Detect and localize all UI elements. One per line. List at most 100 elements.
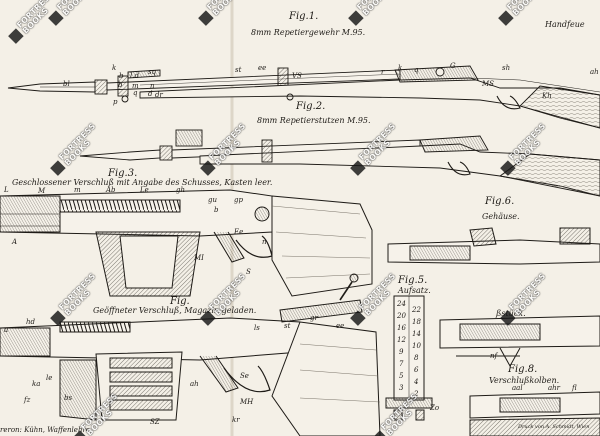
scale-unit: Zo <box>430 404 440 412</box>
fig2-subtitle: 8mm Repetierstutzen M.95. <box>257 116 371 125</box>
label: n <box>262 238 267 246</box>
label: n <box>150 82 155 90</box>
label: MS <box>482 80 494 88</box>
label: gr <box>310 314 318 322</box>
scale-number: 2 <box>414 390 419 398</box>
fig6-receiver <box>387 227 600 265</box>
scale-number: 10 <box>412 342 421 350</box>
label: k <box>112 64 117 72</box>
label: Kh <box>542 92 552 100</box>
label: bs <box>64 394 73 402</box>
label: sq <box>148 68 157 76</box>
fig8-subtitle: Verschlußkolben. <box>489 376 560 385</box>
label: MI <box>194 254 204 262</box>
label: d <box>148 90 153 98</box>
label: ee <box>258 64 267 72</box>
label: Le <box>140 186 149 194</box>
scale-number: 6 <box>414 366 419 374</box>
label: q <box>414 66 419 74</box>
fig5-title: Fig.5. <box>398 275 428 286</box>
label: VS <box>292 72 302 80</box>
label: sh <box>502 64 511 72</box>
label: b <box>118 81 123 89</box>
scale-number: 22 <box>412 306 421 314</box>
label: S <box>246 268 251 276</box>
scale-number: 24 <box>397 300 406 308</box>
label: l.d <box>130 72 139 80</box>
top-right-caption: Handfeue <box>545 20 585 29</box>
label: ah <box>590 68 599 76</box>
fig2-carbine <box>79 129 600 197</box>
label: m <box>132 82 139 90</box>
label: ls <box>254 324 260 332</box>
label: Ee <box>234 228 244 236</box>
fig1-title: Fig.1. <box>289 11 319 22</box>
scale-number: 5 <box>399 372 404 380</box>
label: gh <box>176 186 185 194</box>
label: q <box>133 89 138 97</box>
fig3-title: Fig.3. <box>108 168 138 179</box>
bottom-center-caption: Druck von A. Schmidt, Wien <box>518 424 590 430</box>
fig6-title: Fig.6. <box>485 196 515 207</box>
label: b <box>119 72 124 80</box>
label: fz <box>24 396 31 404</box>
fig8-bolt <box>469 391 600 436</box>
label: L <box>4 186 9 194</box>
fig2-title: Fig.2. <box>296 101 326 112</box>
fig3-subtitle: Geschlossener Verschluß mit Angabe des S… <box>12 178 273 187</box>
fig6-subtitle: Gehäuse. <box>482 212 520 221</box>
scale-number: 4 <box>414 378 419 386</box>
label: M <box>38 187 46 195</box>
label: a <box>4 326 9 334</box>
label: ka <box>32 380 41 388</box>
label: st <box>235 66 242 74</box>
label: A <box>12 238 18 246</box>
label: m <box>74 186 81 194</box>
scale-number: 16 <box>397 324 406 332</box>
fig1-rifle <box>7 65 600 129</box>
scale-number: 3 <box>399 384 404 392</box>
label: dr <box>155 91 163 99</box>
scale-number: 12 <box>397 336 406 344</box>
label: hd <box>26 318 35 326</box>
label: ahr <box>548 384 561 392</box>
fig5-rear-sight <box>385 295 433 421</box>
label: G <box>450 62 456 70</box>
label: SZ <box>150 418 160 426</box>
scale-number: 20 <box>397 312 406 320</box>
label: gu <box>208 196 217 204</box>
label: MH <box>240 398 254 406</box>
scale-number: 7 <box>399 360 404 368</box>
label: st <box>284 322 291 330</box>
label: ah <box>190 380 199 388</box>
label: p <box>113 98 118 106</box>
label: le <box>46 374 53 382</box>
label: bl <box>63 80 70 88</box>
bottom-left-caption: reron: Kühn, Waffenlehre <box>0 426 90 434</box>
label: fl <box>572 384 577 392</box>
label: k <box>398 64 403 72</box>
fig4-subtitle: Geöffneter Verschluß, Magazin geladen. <box>93 306 257 315</box>
label: gp <box>234 196 243 204</box>
fig4-breech-open <box>0 273 381 436</box>
fig5-subtitle: Aufsatz. <box>398 286 431 295</box>
label: nf <box>490 352 498 360</box>
fig1-subtitle: 8mm Repetiergewehr M.95. <box>251 28 366 37</box>
fig4-title: Fig. <box>170 296 190 307</box>
label: ee <box>336 322 345 330</box>
scale-number: 8 <box>414 354 419 362</box>
scale-number: 9 <box>399 348 404 356</box>
label: b <box>214 206 219 214</box>
fig8-title: Fig.8. <box>508 364 538 375</box>
label: aal <box>512 384 523 392</box>
label: r <box>381 68 385 76</box>
label: kr <box>232 416 240 424</box>
label: Se <box>240 372 249 380</box>
fig3-breech-closed <box>0 189 373 297</box>
fig7-breech-piece <box>439 315 600 368</box>
scale-number: 18 <box>412 318 421 326</box>
label: Ab <box>106 186 116 194</box>
scale-number: 14 <box>412 330 421 338</box>
